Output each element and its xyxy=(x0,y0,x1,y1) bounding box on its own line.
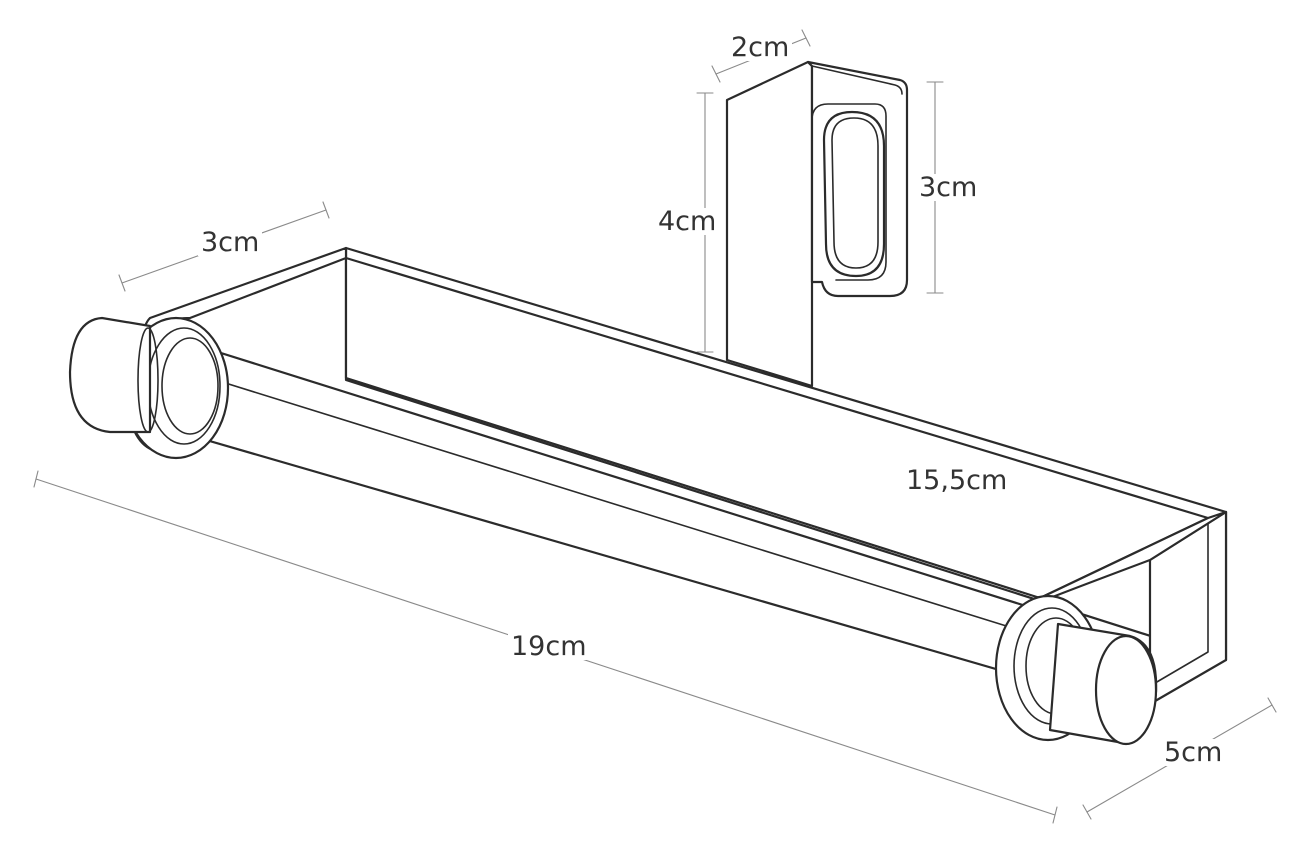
label-slot-height: 3cm xyxy=(916,174,981,201)
label-plate-depth: 3cm xyxy=(198,229,263,256)
right-knob-face xyxy=(1094,634,1158,746)
label-inner-length: 15,5cm xyxy=(903,467,1011,494)
label-hook-width: 2cm xyxy=(728,34,793,61)
left-end xyxy=(68,246,348,460)
tray xyxy=(180,246,1228,706)
left-knob xyxy=(68,316,152,434)
label-total-depth: 5cm xyxy=(1161,739,1226,766)
right-end xyxy=(994,510,1228,746)
hook xyxy=(725,60,909,388)
label-hook-height: 4cm xyxy=(655,208,720,235)
hook-slot xyxy=(822,110,886,278)
hook-back-plate xyxy=(725,60,814,388)
label-total-length: 19cm xyxy=(508,633,590,660)
